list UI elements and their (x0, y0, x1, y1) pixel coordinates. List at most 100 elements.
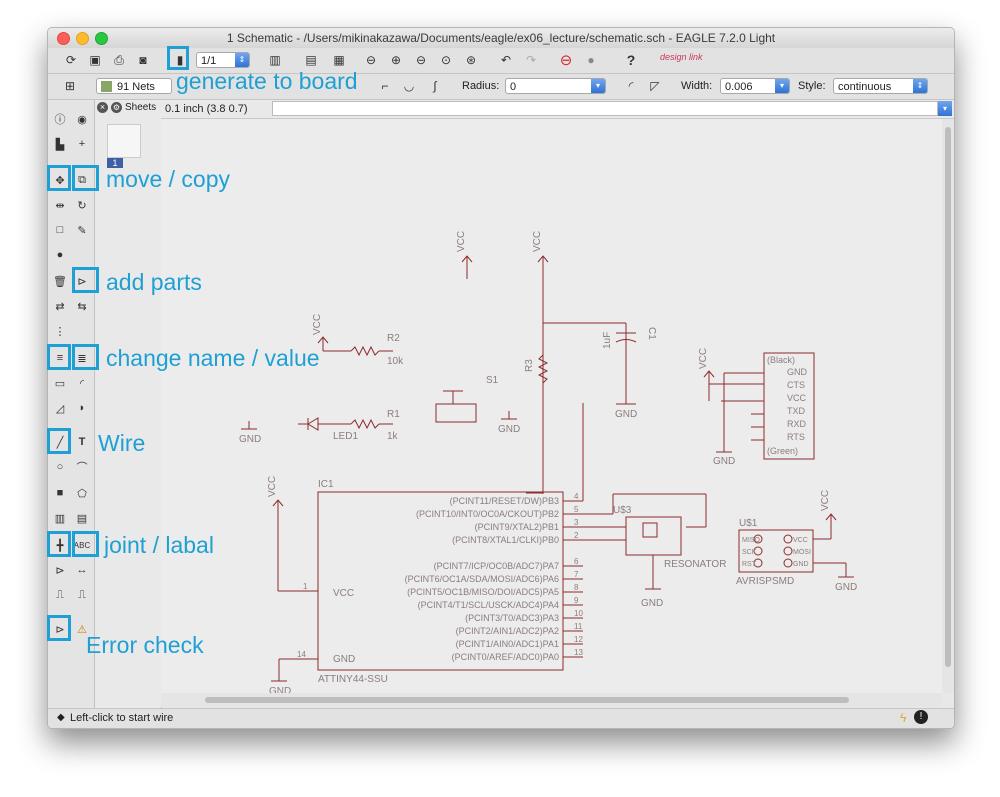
dimension-icon[interactable]: ↔ (76, 564, 88, 576)
layers-icon[interactable]: ▥ (269, 53, 281, 67)
highlight-add-button (72, 267, 99, 293)
highlight-junction-button (47, 531, 71, 557)
save-icon[interactable]: ▣ (89, 53, 101, 67)
vertical-scroll-thumb[interactable] (945, 127, 951, 667)
invoke-icon[interactable]: ◗ (78, 402, 86, 414)
ic-pin-label: (PCINT0/AREF/ADC0)PA0 (452, 652, 559, 662)
u1-value: AVRISPSMD (736, 576, 794, 587)
close-window-button[interactable] (57, 32, 70, 45)
go-icon[interactable]: ● (587, 53, 595, 67)
r1-name: R1 (387, 409, 400, 420)
gnd-label-3: GND (615, 409, 637, 420)
mirror-icon[interactable]: ⇹ (55, 199, 65, 212)
ic-pin-label: (PCINT1/AIN0/ADC1)PA1 (456, 639, 559, 649)
layer-select[interactable]: 91 Nets (96, 78, 172, 94)
board-switch-icon[interactable]: ▮ (176, 53, 184, 67)
minimize-window-button[interactable] (76, 32, 89, 45)
grid-select-icon[interactable]: ▤ (305, 53, 317, 67)
copy-icon[interactable]: ⧉ (78, 173, 86, 186)
display-icon[interactable]: ▙ (55, 138, 65, 151)
ic1-name: IC1 (318, 479, 334, 490)
net-icon[interactable]: ▤ (76, 512, 88, 525)
miter-icon[interactable]: ◜ (79, 377, 85, 390)
r2-name: R2 (387, 333, 400, 344)
command-history-dropdown[interactable]: ▾ (938, 101, 952, 116)
stop-command-icon[interactable]: ! (914, 710, 928, 724)
erc-icon[interactable]: ⊳ (55, 623, 65, 636)
erc-next-icon[interactable]: ⎍ (78, 588, 86, 601)
design-link-logo[interactable]: design link (660, 52, 703, 62)
undo-icon[interactable]: ↶ (500, 53, 512, 67)
errors-icon[interactable]: ⚠ (77, 623, 87, 636)
wire-icon[interactable]: ╱ (56, 436, 64, 449)
radius-input[interactable]: 0▾ (505, 78, 606, 94)
width-input[interactable]: 0.006▾ (720, 78, 790, 94)
polygon-icon[interactable]: ⬠ (77, 487, 87, 500)
show-icon[interactable]: ◉ (77, 113, 87, 126)
text-icon[interactable]: T (78, 436, 86, 448)
bus-icon[interactable]: ▥ (54, 512, 66, 525)
smash-icon[interactable]: ▭ (54, 377, 66, 390)
attribute-icon[interactable]: ⊳ (55, 564, 65, 577)
zoom-select-icon[interactable]: ⊛ (465, 53, 477, 67)
status-message: Left-click to start wire (70, 712, 174, 724)
print-icon[interactable]: ⎙ (114, 52, 124, 67)
group-icon[interactable]: □ (56, 224, 64, 236)
info-icon[interactable]: ⓘ (54, 114, 66, 126)
miter-straight-icon[interactable]: ◸ (650, 79, 660, 93)
add-icon[interactable]: ⊳ (77, 275, 87, 288)
mark-icon[interactable]: + (78, 138, 86, 150)
horizontal-scroll-thumb[interactable] (205, 697, 849, 703)
gateswap-icon[interactable]: ⋮ (54, 325, 66, 338)
ftdi-pin-label: RXD (787, 419, 807, 429)
name-icon[interactable]: ≡ (56, 352, 64, 364)
paste-icon[interactable]: ● (56, 249, 64, 261)
stop-icon[interactable]: ⊖ (559, 52, 573, 69)
split-icon[interactable]: ◿ (55, 402, 65, 415)
move-icon[interactable]: ✥ (55, 174, 65, 187)
vertical-scrollbar[interactable] (942, 119, 954, 693)
sheet-select[interactable]: 1/1⇕ (196, 52, 250, 68)
zoom-in-icon[interactable]: ⊕ (390, 53, 402, 67)
bend-style2-icon[interactable]: ◡ (403, 79, 415, 93)
label-icon[interactable]: ABC (73, 540, 91, 550)
panel-menu-icon[interactable]: ⚙ (111, 102, 122, 113)
bend-style1-icon[interactable]: ⌐ (381, 79, 389, 93)
lightning-icon: ϟ (900, 711, 907, 725)
grid-select2-icon[interactable]: ▦ (333, 53, 345, 67)
junction-icon[interactable]: ╋ (56, 539, 64, 552)
cam-icon[interactable]: ◙ (139, 53, 147, 67)
horizontal-scrollbar[interactable] (161, 693, 942, 707)
close-panel-icon[interactable]: × (97, 102, 108, 113)
sheets-panel: × ⚙ Sheets 1 (95, 100, 162, 710)
zoom-out-icon[interactable]: ⊖ (415, 53, 427, 67)
value-icon[interactable]: ≣ (77, 352, 87, 365)
zoom-window-button[interactable] (95, 32, 108, 45)
annotation-joint: joint / labal (104, 532, 214, 558)
pinswap-icon[interactable]: ⇄ (55, 300, 65, 313)
style-select[interactable]: continuous⇕ (833, 78, 928, 94)
miter-round-icon[interactable]: ◜ (628, 79, 634, 93)
gnd-label-6: GND (641, 598, 663, 609)
rotate-icon[interactable]: ↻ (77, 199, 87, 212)
ic-pin-number: 13 (574, 648, 583, 657)
sheet-number-badge: 1 (107, 158, 123, 168)
r1-value: 1k (387, 431, 399, 442)
command-line-input[interactable] (272, 101, 938, 116)
rect-icon[interactable]: ■ (56, 487, 64, 499)
erc-prev-icon[interactable]: ⎍ (56, 588, 64, 601)
grid-icon[interactable]: ⊞ (64, 79, 76, 93)
redo-icon[interactable]: ↷ (525, 53, 537, 67)
sheet-thumbnail[interactable] (107, 124, 141, 158)
arc-icon[interactable]: ⌒ (76, 462, 88, 474)
open-icon[interactable]: ⟳ (65, 53, 77, 67)
change-icon[interactable]: ✎ (77, 224, 87, 237)
circle-icon[interactable]: ○ (56, 461, 64, 473)
help-icon[interactable]: ? (626, 52, 636, 68)
delete-icon[interactable]: 🗑 (53, 275, 67, 288)
zoom-fit-icon[interactable]: ⊖ (365, 53, 377, 67)
zoom-redraw-icon[interactable]: ⊙ (440, 53, 452, 67)
bend-style3-icon[interactable]: ∫ (433, 79, 437, 93)
replace-icon[interactable]: ⇆ (77, 300, 87, 313)
schematic-canvas[interactable]: VCC VCC VCC VCC VCC VCC R2 10k R1 1k LED… (161, 119, 942, 697)
